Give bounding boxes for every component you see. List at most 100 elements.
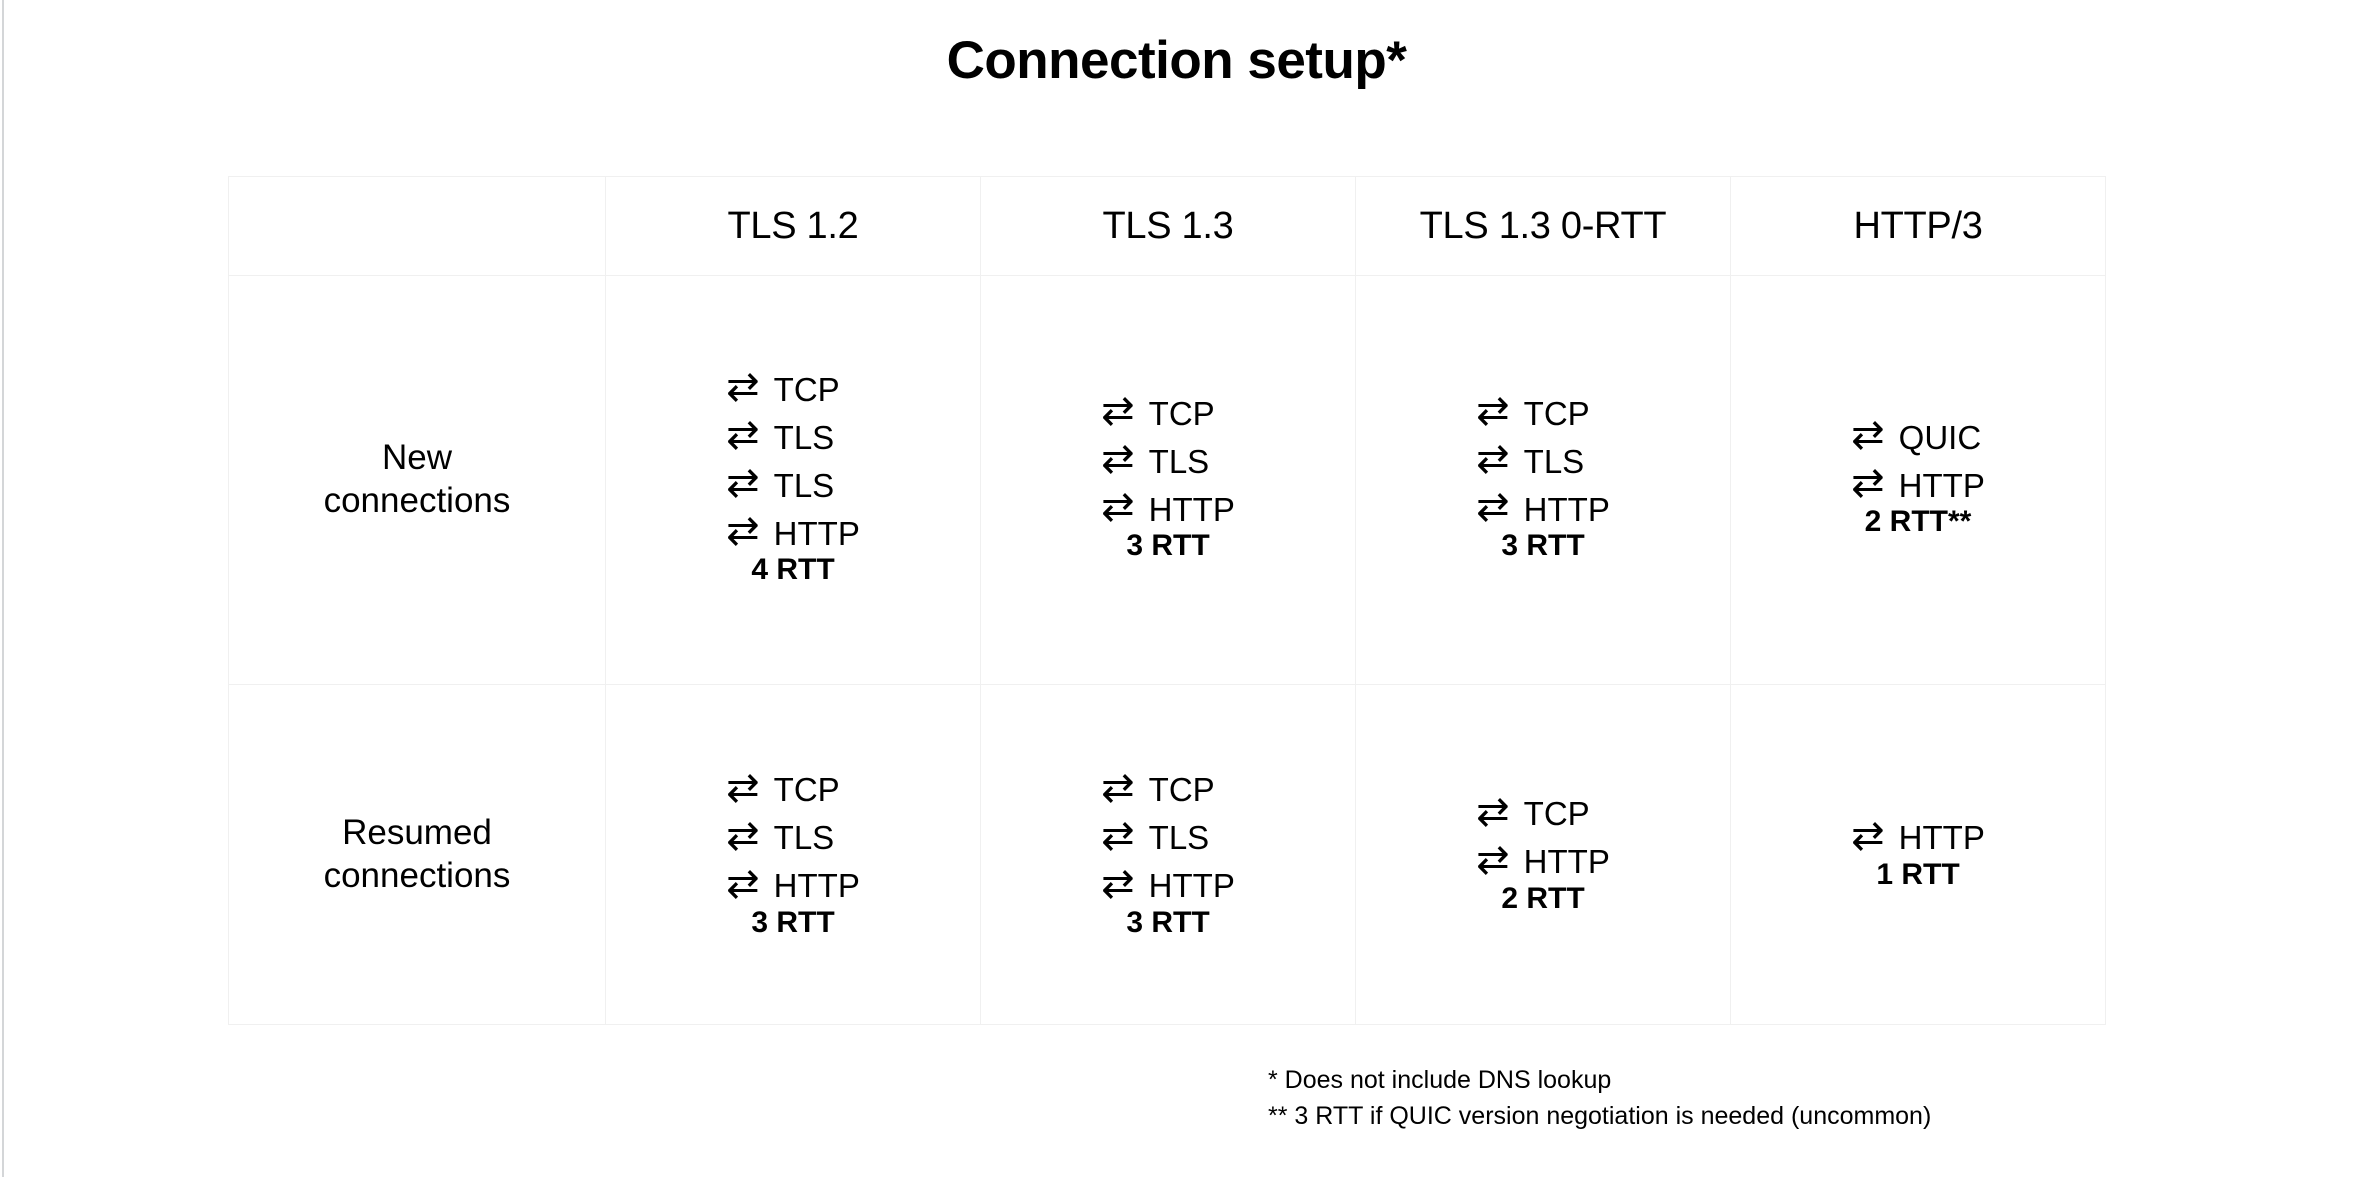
bidirectional-arrow-icon: ⇄: [1851, 461, 1885, 505]
rtt-total: 3 RTT: [1126, 529, 1210, 562]
cell-new-tls12: ⇄ TCP ⇄ TLS ⇄ TLS ⇄ HTTP: [605, 275, 981, 685]
step-item: ⇄ HTTP: [1851, 461, 1985, 505]
connection-setup-table: TLS 1.2 TLS 1.3 TLS 1.3 0-RTT HTTP/3 New…: [228, 176, 2106, 1025]
step-label: TCP: [1148, 394, 1215, 432]
bidirectional-arrow-icon: ⇄: [1851, 413, 1885, 457]
step-label: HTTP: [1523, 843, 1610, 880]
step-item: ⇄ TCP: [1101, 389, 1215, 433]
step-list: ⇄ TCP ⇄ HTTP: [1476, 789, 1610, 882]
step-list: ⇄ TCP ⇄ TLS ⇄ HTTP: [1476, 389, 1610, 529]
step-list: ⇄ TCP ⇄ TLS ⇄ HTTP: [726, 768, 860, 906]
step-label: TCP: [1523, 795, 1590, 832]
cell-new-http3: ⇄ QUIC ⇄ HTTP 2 RTT**: [1730, 275, 2106, 685]
rtt-total: 3 RTT: [751, 905, 835, 939]
cell-resumed-tls13: ⇄ TCP ⇄ TLS ⇄ HTTP 3 RTT: [980, 684, 1356, 1025]
step-item: ⇄ TLS: [1476, 437, 1585, 481]
bidirectional-arrow-icon: ⇄: [1101, 765, 1135, 810]
cell-resumed-tls13-0rtt: ⇄ TCP ⇄ HTTP 2 RTT: [1355, 684, 1731, 1025]
bidirectional-arrow-icon: ⇄: [726, 509, 760, 553]
step-label: TCP: [773, 370, 840, 408]
step-list: ⇄ QUIC ⇄ HTTP: [1851, 413, 1985, 505]
bidirectional-arrow-icon: ⇄: [726, 461, 760, 505]
bidirectional-arrow-icon: ⇄: [1101, 437, 1135, 481]
step-label: TCP: [773, 771, 840, 808]
slide-left-edge: [2, 0, 4, 1177]
rtt-total: 1 RTT: [1876, 857, 1960, 891]
row-label-line-2: connections: [323, 855, 511, 895]
footnote-dns-lookup: * Does not include DNS lookup: [1268, 1066, 1612, 1094]
bidirectional-arrow-icon: ⇄: [726, 813, 760, 858]
bidirectional-arrow-icon: ⇄: [1476, 789, 1510, 834]
row-label-line-1: Resumed: [342, 812, 492, 852]
step-item: ⇄ TCP: [726, 768, 840, 810]
step-item: ⇄ QUIC: [1851, 413, 1982, 457]
bidirectional-arrow-icon: ⇄: [1101, 485, 1135, 529]
cell-new-tls13: ⇄ TCP ⇄ TLS ⇄ HTTP 3 RTT: [980, 275, 1356, 685]
step-list: ⇄ TCP ⇄ TLS ⇄ TLS ⇄ HTTP: [726, 365, 860, 553]
column-header-tls13-0rtt: TLS 1.3 0-RTT: [1355, 176, 1731, 276]
step-label: HTTP: [1148, 867, 1235, 904]
step-item: ⇄ TLS: [726, 413, 835, 457]
step-list: ⇄ HTTP: [1851, 813, 1985, 858]
table-corner-cell: [228, 176, 606, 276]
bidirectional-arrow-icon: ⇄: [1101, 389, 1135, 433]
step-label: TLS: [1148, 442, 1210, 480]
step-list: ⇄ TCP ⇄ TLS ⇄ HTTP: [1101, 765, 1235, 906]
bidirectional-arrow-icon: ⇄: [1101, 813, 1135, 858]
rtt-total: 2 RTT: [1501, 881, 1585, 915]
bidirectional-arrow-icon: ⇄: [1101, 861, 1135, 906]
cell-resumed-tls12: ⇄ TCP ⇄ TLS ⇄ HTTP 3 RTT: [605, 684, 981, 1025]
step-item: ⇄ HTTP: [1476, 485, 1610, 529]
row-label-resumed-connections: Resumed connections: [228, 684, 606, 1025]
cell-resumed-http3: ⇄ HTTP 1 RTT: [1730, 684, 2106, 1025]
step-label: TLS: [1148, 819, 1210, 856]
page-title: Connection setup*: [946, 31, 1407, 90]
step-label: TCP: [1148, 771, 1215, 808]
step-item: ⇄ TCP: [1476, 789, 1590, 834]
rtt-total: 2 RTT**: [1864, 505, 1972, 538]
footnotes: * Does not include DNS lookup ** 3 RTT i…: [1268, 1063, 1931, 1134]
cell-new-tls13-0rtt: ⇄ TCP ⇄ TLS ⇄ HTTP 3 RTT: [1355, 275, 1731, 685]
step-label: TCP: [1523, 394, 1590, 432]
bidirectional-arrow-icon: ⇄: [726, 861, 760, 906]
step-label: TLS: [1523, 442, 1585, 480]
row-label-new-connections: New connections: [228, 275, 606, 685]
step-item: ⇄ HTTP: [1101, 485, 1235, 529]
bidirectional-arrow-icon: ⇄: [726, 365, 760, 409]
footnote-quic-version-negotiation: ** 3 RTT if QUIC version negotiation is …: [1268, 1101, 1932, 1130]
column-header-tls13: TLS 1.3: [980, 176, 1356, 276]
bidirectional-arrow-icon: ⇄: [1476, 389, 1510, 433]
bidirectional-arrow-icon: ⇄: [1476, 485, 1510, 529]
step-item: ⇄ TLS: [726, 461, 835, 505]
row-label-line-1: New: [381, 438, 453, 478]
step-item: ⇄ HTTP: [726, 509, 860, 553]
step-label: HTTP: [773, 867, 860, 904]
step-item: ⇄ HTTP: [1851, 813, 1985, 858]
bidirectional-arrow-icon: ⇄: [1476, 437, 1510, 481]
step-label: TLS: [773, 418, 835, 456]
step-item: ⇄ HTTP: [726, 861, 860, 906]
step-label: HTTP: [1523, 490, 1610, 528]
step-label: HTTP: [1898, 466, 1985, 504]
step-item: ⇄ TCP: [1476, 389, 1590, 433]
bidirectional-arrow-icon: ⇄: [726, 413, 760, 457]
bidirectional-arrow-icon: ⇄: [1851, 813, 1885, 858]
step-label: HTTP: [773, 514, 860, 552]
step-label: TLS: [773, 819, 835, 856]
table-header-row: TLS 1.2 TLS 1.3 TLS 1.3 0-RTT HTTP/3: [228, 176, 2106, 276]
step-item: ⇄ TLS: [726, 813, 835, 858]
step-label: HTTP: [1148, 490, 1235, 528]
step-item: ⇄ HTTP: [1101, 861, 1235, 906]
row-label-line-2: connections: [323, 481, 511, 520]
step-label: QUIC: [1898, 418, 1982, 456]
step-item: ⇄ TCP: [1101, 765, 1215, 810]
column-header-http3: HTTP/3: [1730, 176, 2106, 276]
rtt-total: 3 RTT: [1501, 529, 1585, 562]
rtt-total: 3 RTT: [1126, 905, 1210, 939]
step-label: HTTP: [1898, 819, 1985, 856]
rtt-total: 4 RTT: [751, 553, 835, 586]
step-label: TLS: [773, 466, 835, 504]
step-item: ⇄ TCP: [726, 365, 840, 409]
bidirectional-arrow-icon: ⇄: [1476, 837, 1510, 882]
step-item: ⇄ TLS: [1101, 813, 1210, 858]
